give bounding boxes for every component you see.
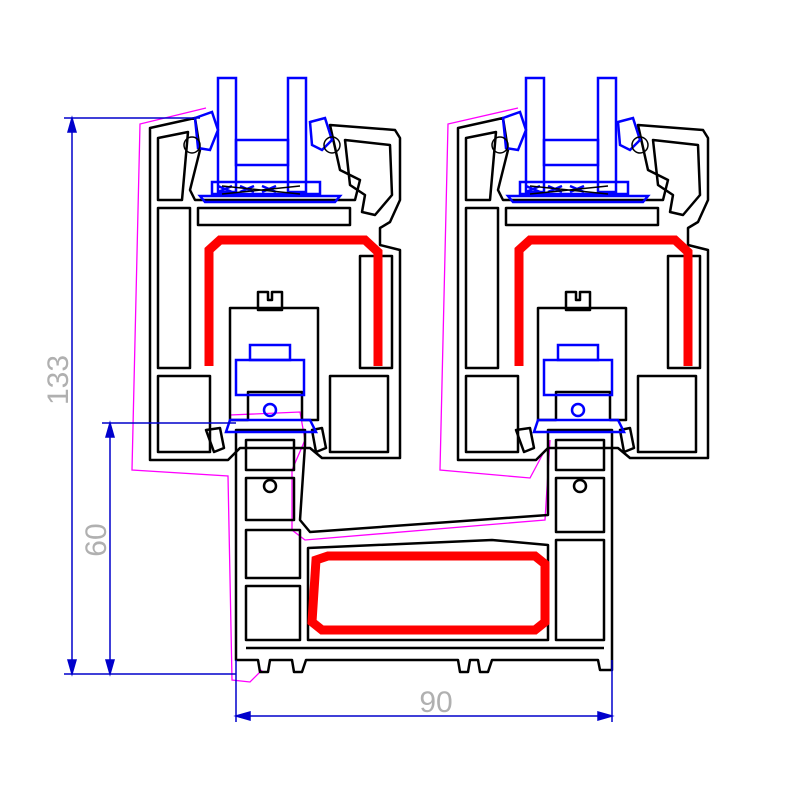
left-sash-chamber-3 bbox=[328, 374, 390, 454]
right-glass-seal bbox=[505, 194, 651, 204]
right-post-clip bbox=[564, 290, 592, 312]
right-sash-outer bbox=[456, 116, 710, 462]
glazing-gaskets bbox=[193, 76, 651, 434]
right-sash-gasket-top bbox=[556, 343, 600, 362]
left-reinforcement bbox=[204, 235, 383, 366]
left-spacer bbox=[234, 138, 290, 167]
dim-total-height bbox=[64, 115, 236, 677]
frame-chamber-right-2 bbox=[554, 476, 606, 534]
left-glass-unit bbox=[193, 76, 343, 434]
dim-frame-height bbox=[102, 420, 236, 677]
frame bbox=[204, 426, 636, 674]
frame-hook-right bbox=[618, 426, 636, 454]
left-glass-pane-1 bbox=[216, 76, 238, 194]
left-sash-chamber-2 bbox=[156, 374, 212, 454]
dim-133-arrow-bottom bbox=[67, 659, 77, 677]
dim-60-arrow-top bbox=[105, 420, 115, 438]
frame-screw-left bbox=[262, 478, 278, 494]
frame-outer bbox=[234, 428, 614, 674]
frame-hook-mid-left bbox=[310, 426, 328, 454]
right-glazing-bead bbox=[651, 138, 702, 217]
dimension-labels: 133 60 90 bbox=[42, 355, 453, 719]
right-gasket-inner bbox=[616, 116, 642, 152]
right-bead-circle-2 bbox=[631, 136, 649, 154]
left-sash-contour bbox=[131, 107, 263, 683]
right-bead-circle-1 bbox=[491, 136, 509, 154]
left-seal-bottom bbox=[224, 418, 319, 434]
left-sash-gasket bbox=[234, 358, 306, 397]
frame-reinforcement bbox=[307, 551, 550, 635]
frame-chamber-left-4 bbox=[244, 584, 302, 642]
dim-133-label: 133 bbox=[42, 355, 75, 405]
left-sash-chamber-top bbox=[196, 206, 352, 227]
left-sash-chamber-1 bbox=[156, 206, 192, 370]
left-gasket-outer bbox=[193, 110, 220, 152]
frame-chamber-left-2 bbox=[244, 476, 296, 522]
frame-chamber-right-1 bbox=[554, 438, 606, 472]
right-sash-inner-wall bbox=[464, 130, 498, 202]
right-sash-contour bbox=[439, 107, 546, 479]
right-sash-chamber-1 bbox=[464, 206, 500, 370]
left-bead-circle-2 bbox=[323, 136, 341, 154]
frame-hook-left bbox=[204, 426, 226, 454]
right-sash-chamber-2 bbox=[464, 374, 520, 454]
left-sash bbox=[148, 116, 402, 462]
reinforcements bbox=[204, 235, 693, 635]
right-glass-crosses bbox=[529, 185, 609, 195]
left-gasket-inner bbox=[308, 116, 334, 152]
dimension-lines bbox=[64, 115, 615, 722]
dim-90-arrow-right bbox=[597, 711, 615, 721]
dim-width bbox=[233, 660, 615, 722]
dim-90-label: 90 bbox=[419, 686, 452, 719]
frame-chamber-right-3 bbox=[554, 538, 606, 642]
right-glass-pane-2 bbox=[596, 76, 618, 194]
frame-chamber-left-1 bbox=[244, 438, 296, 472]
left-glazing-bead bbox=[343, 138, 394, 217]
frame-chamber-left-3 bbox=[244, 528, 302, 580]
right-spacer bbox=[542, 138, 600, 167]
dim-133-arrow-top bbox=[67, 115, 77, 133]
left-glass-crosses bbox=[221, 185, 301, 195]
left-sash-gasket-top bbox=[248, 343, 292, 362]
contour-lines bbox=[131, 107, 551, 683]
left-glass-pane-2 bbox=[286, 76, 308, 194]
left-sash-inner-wall bbox=[156, 130, 190, 202]
right-sash-gasket bbox=[542, 358, 614, 397]
right-seal-bottom bbox=[532, 418, 627, 434]
dim-60-label: 60 bbox=[80, 523, 113, 556]
frame-screw-right bbox=[572, 478, 588, 494]
right-sash-chamber-top bbox=[504, 206, 660, 227]
left-post-ring bbox=[262, 402, 278, 418]
right-gasket-outer bbox=[501, 110, 528, 152]
left-bead-circle-1 bbox=[183, 136, 201, 154]
left-sash-outer bbox=[148, 116, 402, 462]
right-sash-chamber-3 bbox=[636, 374, 698, 454]
left-glass-base bbox=[210, 180, 322, 196]
dim-60-arrow-bottom bbox=[105, 659, 115, 677]
gasket-details bbox=[183, 136, 649, 195]
right-glass-unit bbox=[501, 76, 651, 434]
dim-90-arrow-left bbox=[233, 711, 251, 721]
right-reinforcement bbox=[514, 235, 693, 366]
right-post-ring bbox=[570, 402, 586, 418]
left-post-clip bbox=[256, 290, 284, 312]
left-glass-seal bbox=[197, 194, 343, 204]
right-glass-pane-1 bbox=[524, 76, 546, 194]
frame-hook-mid-right bbox=[514, 426, 536, 454]
right-glass-base bbox=[518, 180, 630, 196]
